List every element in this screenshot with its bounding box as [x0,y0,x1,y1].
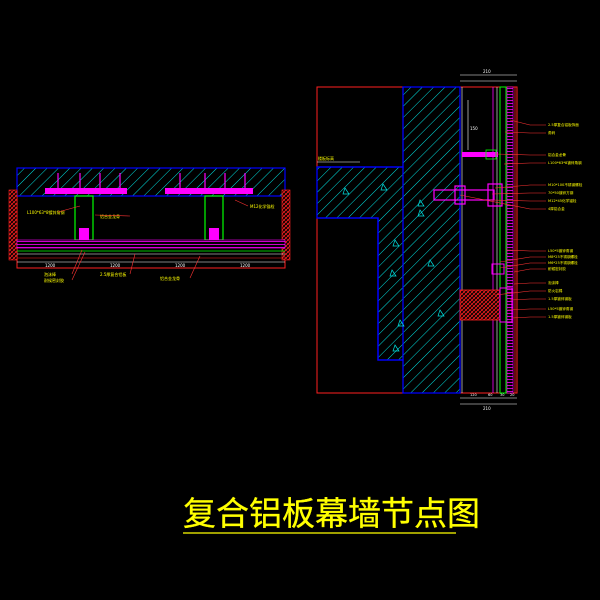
panel-vertical [506,86,514,394]
left-detail: 1200 1200 1200 1200 L100*63*8镀锌角钢 铝合金龙骨 … [8,167,291,283]
right-label-7: M12*45化学锚栓 [548,198,577,203]
left-dim-1: 1200 [45,263,56,268]
aggregate-marks [342,183,445,352]
right-dim-part-2: 60 [488,393,492,397]
left-dim-2: 1200 [110,263,121,268]
left-label-bottom-3: 2.5厚复合铝板 [100,271,126,277]
right-label-15: 1.5厚镀锌钢板 [548,296,572,301]
right-leader-11 [499,262,546,269]
title-block: 复合铝板幕墙节点图 [183,494,480,534]
bracket-right [165,188,253,194]
right-leader-15 [509,298,546,301]
left-end-hatch-right [281,189,291,261]
floor-level-label: 楼板标高 [318,155,334,161]
left-label-top-2: 铝合金龙骨 [100,213,120,219]
drawing-title: 复合铝板幕墙节点图 [183,494,480,533]
right-leader-2 [504,131,546,134]
main-bracket-clip [487,183,503,207]
left-dims: 1200 1200 1200 1200 [45,263,251,268]
right-label-17: 1.5厚镀锌钢板 [548,314,572,319]
right-leader-14 [494,290,546,296]
main-bracket [433,189,495,201]
right-dim-top: 210 [460,69,517,82]
mullion-cores [79,228,219,240]
floor-level-marker: 楼板标高 [317,155,360,163]
left-label-bottom-1: 泡沫棒 [44,271,56,277]
right-leader-4 [503,162,546,165]
right-dim-part-3: 30 [500,393,504,397]
right-detail: 楼板标高 210 120 60 30 [316,69,583,411]
left-label-top-1: L100*63*8镀锌角钢 [27,209,65,215]
mullion-vertical [499,86,507,394]
right-label-1: 2.5厚复合铝板饰面 [548,122,579,127]
left-end-hatch-left [8,189,18,261]
right-leader-3 [495,153,546,156]
right-label-8: 4厚铝合金 [548,206,565,211]
left-label-bottom-4: 铝合金龙骨 [160,275,180,281]
right-leader-10 [499,256,546,263]
slab-zone [317,166,404,361]
right-dim-part-1: 120 [470,393,477,397]
fire-insulation [459,289,501,321]
right-label-5: M10*100不锈钢螺栓 [548,182,583,187]
mullions [74,195,224,241]
right-leader-6 [491,192,546,195]
left-dim-4: 1200 [240,263,251,268]
right-label-4: L100*63*8镀锌角钢 [548,160,582,165]
right-label-10: M8*25不锈钢螺栓 [548,254,578,259]
right-leader-9 [505,249,546,252]
right-dim-side: 150 [467,100,478,150]
fire-insulation-plate [499,287,513,323]
right-dim-bottom: 120 60 30 20 210 [460,393,517,411]
right-leader-8 [459,194,546,210]
right-leader-7 [489,199,546,202]
right-label-14: 防火岩棉 [548,288,563,293]
right-leaders [459,119,546,319]
right-leader-17 [511,316,546,319]
right-leader-1 [509,119,546,126]
right-leader-12 [513,268,546,273]
top-bracket-block [485,149,497,160]
left-leaders [57,199,249,281]
right-label-11: M6*25不锈钢螺栓 [548,260,578,265]
right-leader-5 [494,184,546,189]
right-label-6: 70*50镀锌方钢 [548,190,574,195]
right-label-3: 铝合金龙骨 [548,152,566,157]
left-dim-3: 1200 [175,263,186,268]
lower-clip [491,263,505,275]
right-dim-bottom-text: 210 [483,406,491,411]
top-bracket [462,152,498,157]
right-dim-top-text: 210 [483,69,491,74]
anchor-bolts [57,173,246,190]
right-leader-13 [513,282,546,285]
left-panel-band [16,239,286,249]
left-label-bottom-2: 耐候密封胶 [44,277,64,283]
right-label-13: 泡沫棒 [548,280,559,285]
right-dim-side-text: 150 [470,126,478,131]
right-label-9: L50*5镀锌角钢 [548,248,573,253]
main-bracket-plate [454,185,466,205]
right-label-2: 角码 [548,130,556,135]
concrete-wall [316,86,461,394]
right-leader-16 [507,308,546,311]
left-labels: L100*63*8镀锌角钢 铝合金龙骨 M12化学锚栓 泡沫棒 耐候密封胶 2.… [27,203,275,283]
left-label-right: M12化学锚栓 [250,203,275,209]
right-label-16: L50*5镀锌角钢 [548,306,573,311]
bracket-left [45,188,127,194]
right-dim-part-4: 20 [510,393,514,397]
right-label-12: 耐候密封胶 [548,266,566,271]
